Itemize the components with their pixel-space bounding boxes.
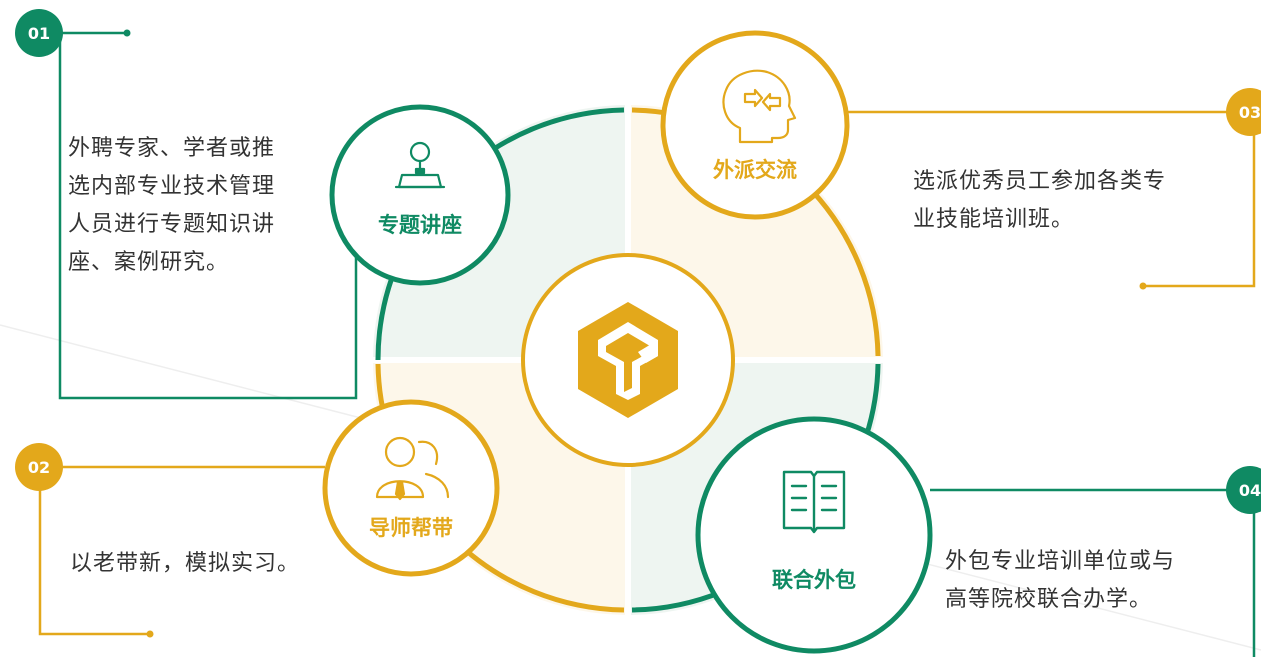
step-01-desc-line: 人员进行专题知识讲: [68, 212, 276, 237]
step-04-desc-line: 外包专业培训单位或与: [945, 549, 1176, 574]
step-02-number: 02: [28, 458, 50, 477]
step-03-leader-dot: [1139, 282, 1147, 290]
step-04-node: [695, 416, 933, 654]
step-02: 02 导师帮带: [15, 399, 500, 638]
step-01-desc-line: 座、案例研究。: [68, 250, 230, 275]
step-01-title: 专题讲座: [378, 213, 462, 237]
step-02-badge: [15, 443, 63, 491]
step-03-badge: [1226, 88, 1261, 136]
step-01-number: 01: [28, 24, 50, 43]
step-03-number: 03: [1239, 103, 1261, 122]
step-02-title: 导师帮带: [369, 516, 453, 540]
step-04-description-box: 外包专业培训单位或与 高等院校联合办学。: [945, 549, 1176, 612]
open-book-icon: [782, 470, 846, 534]
step-01-connector: [58, 33, 358, 400]
step-01: 01 专题讲座: [15, 9, 511, 400]
step-02-desc-line: 以老带新，模拟实习。: [70, 551, 301, 576]
step-03-description-box: 选派优秀员工参加各类专 业技能培训班。: [913, 169, 1167, 232]
step-01-desc-line: 选内部专业技术管理: [68, 174, 276, 199]
mentor-people-icon: [375, 436, 450, 501]
step-03-title: 外派交流: [713, 158, 797, 182]
step-03: 03 外派交流: [660, 30, 1261, 290]
company-logo-icon: [578, 302, 678, 418]
step-04: 04 联合外包: [695, 416, 1261, 657]
step-04-title: 联合外包: [772, 568, 856, 592]
step-04-number: 04: [1239, 481, 1261, 500]
step-02-node: [322, 399, 500, 577]
lecture-podium-icon: [394, 141, 446, 189]
step-03-desc-line: 业技能培训班。: [913, 207, 1075, 232]
head-exchange-icon: [722, 69, 797, 144]
step-01-badge: [15, 9, 63, 57]
step-02-connector: [38, 470, 148, 636]
step-01-leader-dot: [123, 29, 131, 37]
step-03-connector: [1145, 120, 1256, 288]
step-04-desc-line: 高等院校联合办学。: [945, 587, 1153, 612]
step-01-description-box: 外聘专家、学者或推 选内部专业技术管理 人员进行专题知识讲 座、案例研究。: [68, 136, 276, 275]
step-02-description-box: 以老带新，模拟实习。: [70, 551, 301, 576]
step-02-leader-dot: [146, 630, 154, 638]
step-01-desc-line: 外聘专家、学者或推: [68, 136, 276, 161]
step-03-desc-line: 选派优秀员工参加各类专: [913, 169, 1167, 194]
step-03-node: [660, 30, 850, 220]
step-04-badge: [1226, 466, 1261, 514]
step-01-node: [329, 104, 511, 286]
